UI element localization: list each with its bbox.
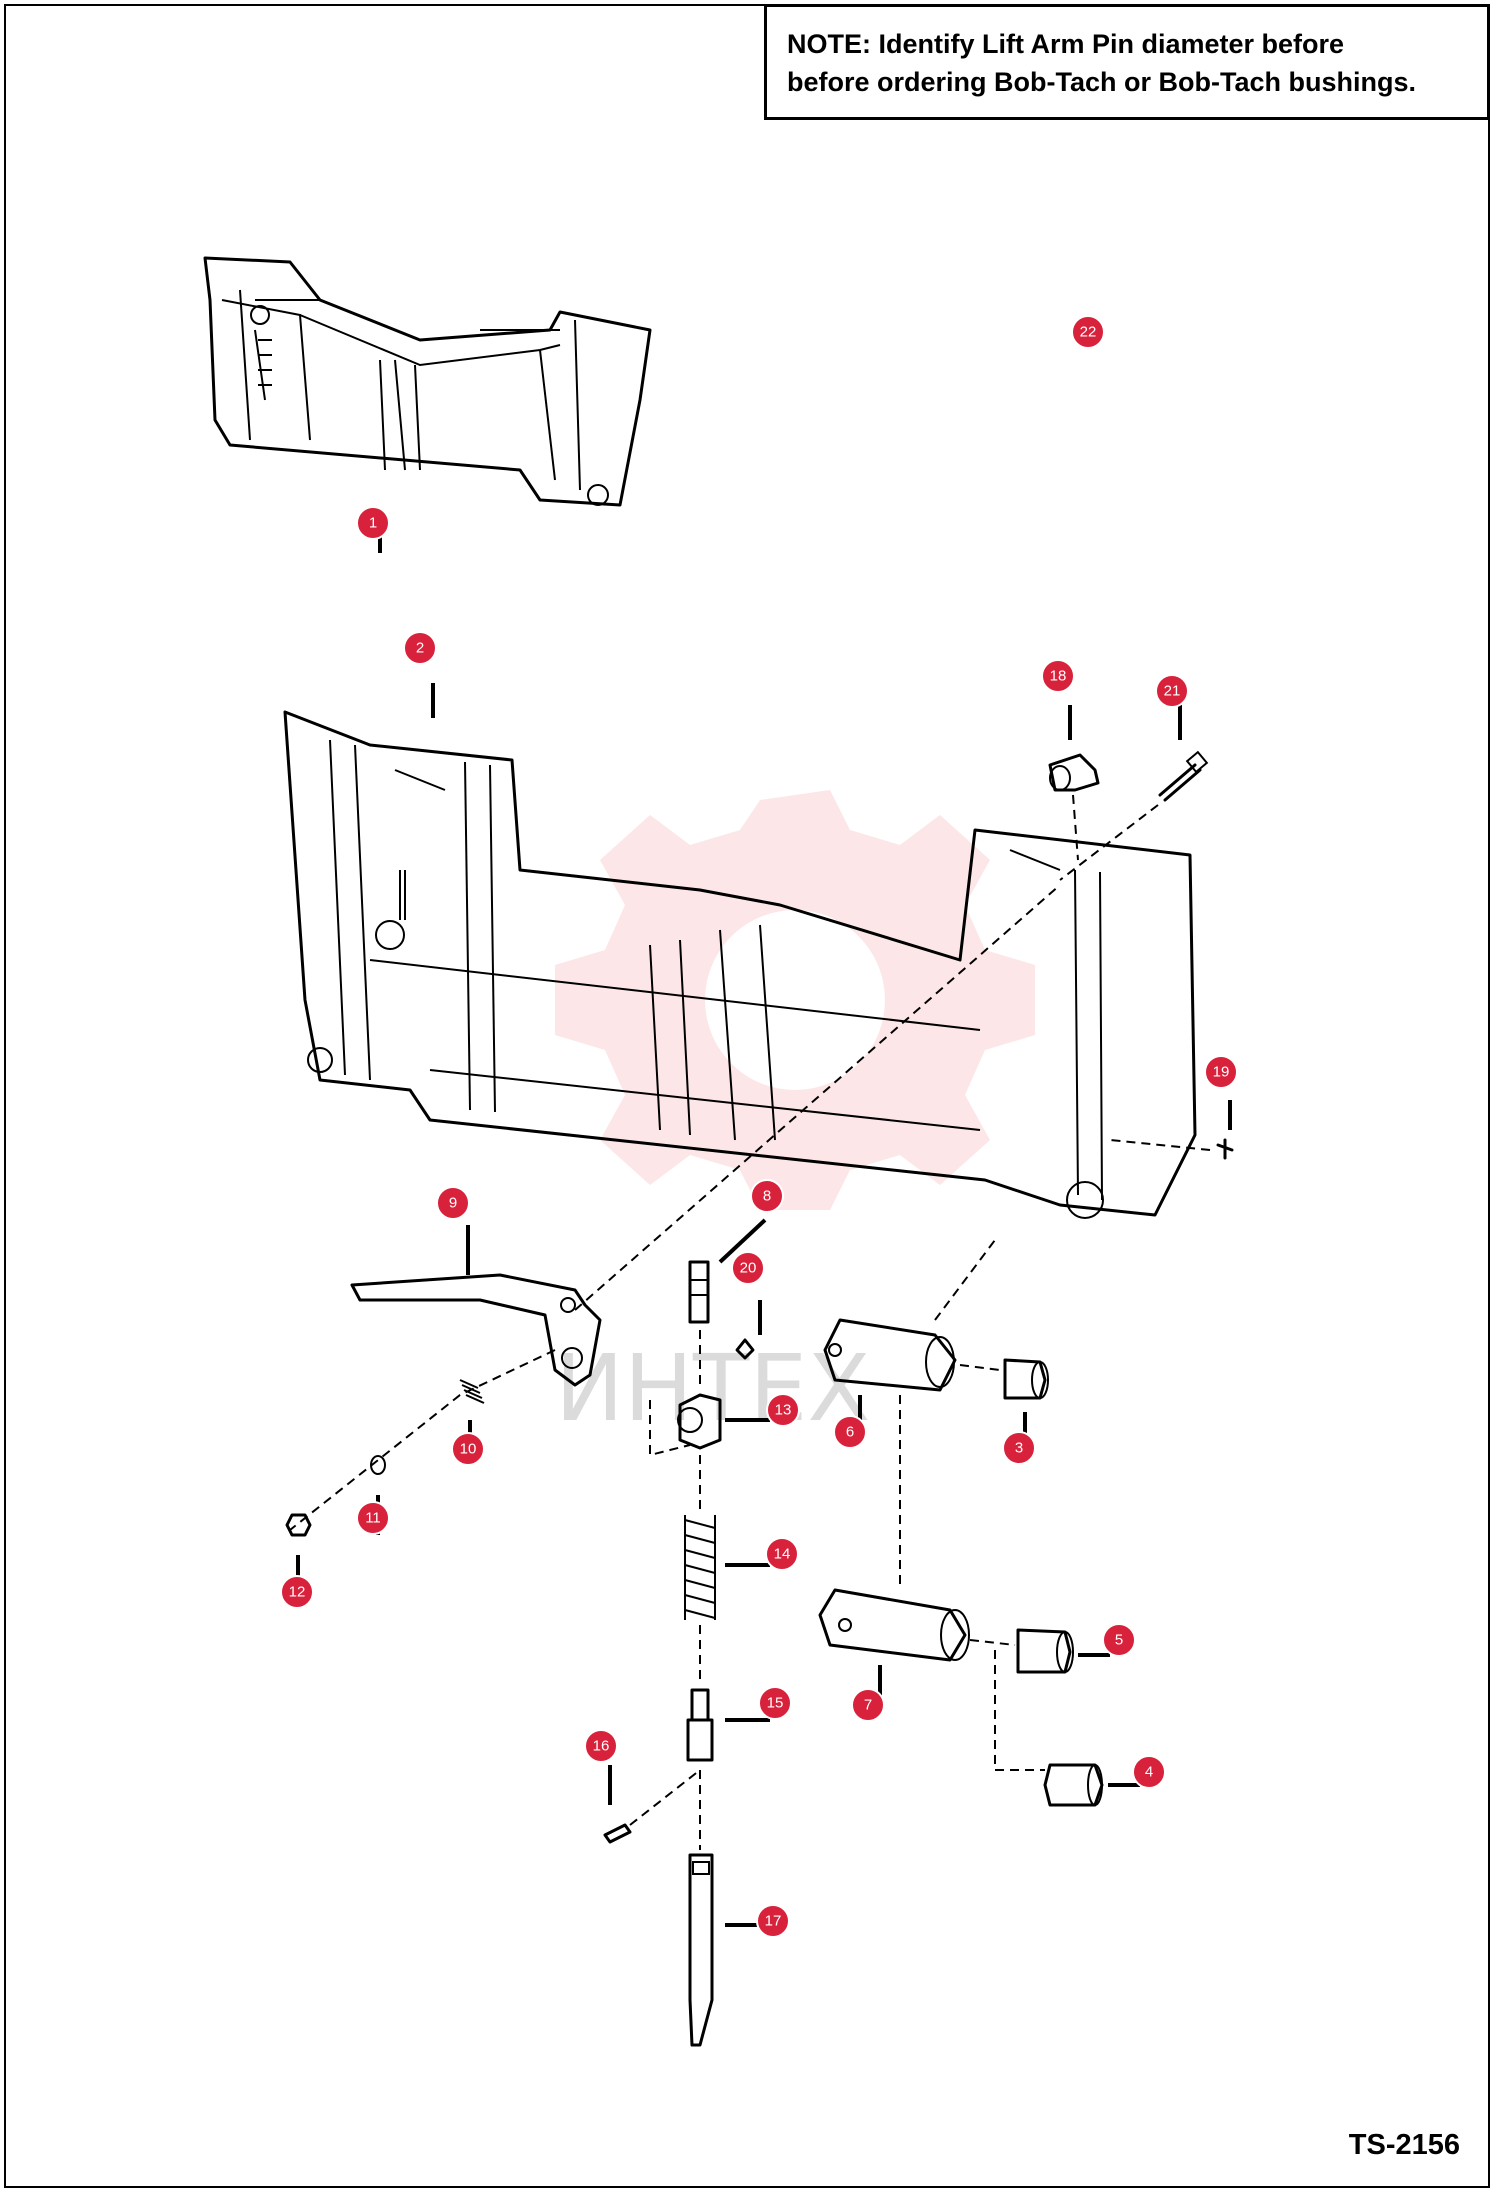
svg-text:5: 5 <box>1115 1632 1123 1649</box>
callout-7[interactable]: 7 <box>851 1688 885 1722</box>
callout-14[interactable]: 14 <box>765 1537 799 1571</box>
svg-text:3: 3 <box>1015 1440 1023 1457</box>
bushing-18 <box>1048 753 1100 792</box>
svg-text:10: 10 <box>460 1441 477 1458</box>
callout-17[interactable]: 17 <box>756 1904 790 1938</box>
bushing-5 <box>1016 1628 1074 1674</box>
dashed-21 <box>1059 804 1159 881</box>
dashed-18 <box>1072 794 1079 861</box>
svg-text:15: 15 <box>767 1695 784 1712</box>
svg-text:2: 2 <box>416 640 424 657</box>
callout-16[interactable]: 16 <box>584 1729 618 1763</box>
latch-block-13 <box>677 1393 722 1450</box>
bob-tach-small <box>203 256 652 507</box>
nut-20 <box>735 1338 755 1360</box>
svg-text:21: 21 <box>1164 683 1181 700</box>
note-line-1: NOTE: Identify Lift Arm Pin diameter bef… <box>787 29 1345 59</box>
callout-10[interactable]: 10 <box>451 1432 485 1466</box>
callout-13[interactable]: 13 <box>766 1393 800 1427</box>
callout-12[interactable]: 12 <box>280 1575 314 1609</box>
callout-8[interactable]: 8 <box>750 1179 784 1213</box>
svg-text:7: 7 <box>864 1697 872 1714</box>
svg-text:8: 8 <box>763 1188 771 1205</box>
drawing-code: TS-2156 <box>1348 2129 1460 2161</box>
pivot-pin-6 <box>823 1318 957 1392</box>
svg-text:19: 19 <box>1213 1064 1230 1081</box>
clevis-15 <box>686 1688 714 1762</box>
watermark-logo: ИНТЕХ <box>555 790 1035 1442</box>
svg-text:18: 18 <box>1050 668 1067 685</box>
dashed-3 <box>959 1364 1001 1371</box>
svg-text:16: 16 <box>593 1738 610 1755</box>
leader-8 <box>718 1218 767 1264</box>
handle-lever-9 <box>350 1273 602 1387</box>
callout-19[interactable]: 19 <box>1204 1055 1238 1089</box>
dashed-19 <box>1109 1139 1211 1151</box>
dashed-13 <box>649 1400 691 1457</box>
callout-3[interactable]: 3 <box>1002 1431 1036 1465</box>
bolt-8 <box>688 1260 710 1324</box>
bushing-4 <box>1043 1763 1104 1807</box>
latch-17 <box>688 1853 714 2047</box>
callout-2[interactable]: 2 <box>403 631 437 665</box>
bolt-21 <box>1158 750 1209 802</box>
svg-text:4: 4 <box>1145 1764 1153 1781</box>
nut-12 <box>285 1513 312 1537</box>
dashed-9-long <box>574 884 1061 1311</box>
svg-text:9: 9 <box>449 1195 457 1212</box>
callout-21[interactable]: 21 <box>1155 674 1189 708</box>
callout-4[interactable]: 4 <box>1132 1755 1166 1789</box>
callout-20[interactable]: 20 <box>731 1251 765 1285</box>
bob-tach-large <box>283 710 1197 1219</box>
drawing-frame <box>4 4 1490 2188</box>
dashed-16 <box>629 1769 701 1826</box>
svg-text:6: 6 <box>846 1424 854 1441</box>
spring-10 <box>459 1379 485 1404</box>
spring-14 <box>684 1515 716 1620</box>
dashed-6 <box>934 1239 996 1321</box>
pin-16 <box>603 1823 632 1844</box>
callout-5[interactable]: 5 <box>1102 1623 1136 1657</box>
svg-text:17: 17 <box>765 1913 782 1930</box>
washer-11 <box>370 1455 386 1475</box>
callout-18[interactable]: 18 <box>1041 659 1075 693</box>
callout-15[interactable]: 15 <box>758 1686 792 1720</box>
callout-11[interactable]: 11 <box>356 1501 390 1535</box>
watermark-text: ИНТЕХ <box>555 1335 870 1442</box>
ordering-note: NOTE: Identify Lift Arm Pin diameter bef… <box>764 4 1490 120</box>
svg-text:14: 14 <box>774 1546 791 1563</box>
dashed-9-short <box>289 1349 556 1531</box>
svg-text:1: 1 <box>369 515 377 532</box>
svg-text:20: 20 <box>740 1260 757 1277</box>
svg-text:11: 11 <box>365 1510 381 1527</box>
bushing-3 <box>1003 1358 1049 1400</box>
callout-6[interactable]: 6 <box>833 1415 867 1449</box>
callout-1[interactable]: 1 <box>356 506 390 540</box>
pin-19 <box>1216 1138 1234 1160</box>
note-line-2: before ordering Bob-Tach or Bob-Tach bus… <box>787 67 1417 97</box>
svg-text:22: 22 <box>1080 324 1097 341</box>
pivot-pin-7 <box>818 1588 970 1662</box>
callout-22[interactable]: 22 <box>1071 315 1105 349</box>
callout-9[interactable]: 9 <box>436 1186 470 1220</box>
svg-text:13: 13 <box>775 1402 792 1419</box>
svg-text:12: 12 <box>289 1584 306 1601</box>
dashed-5-4 <box>969 1639 1045 1771</box>
